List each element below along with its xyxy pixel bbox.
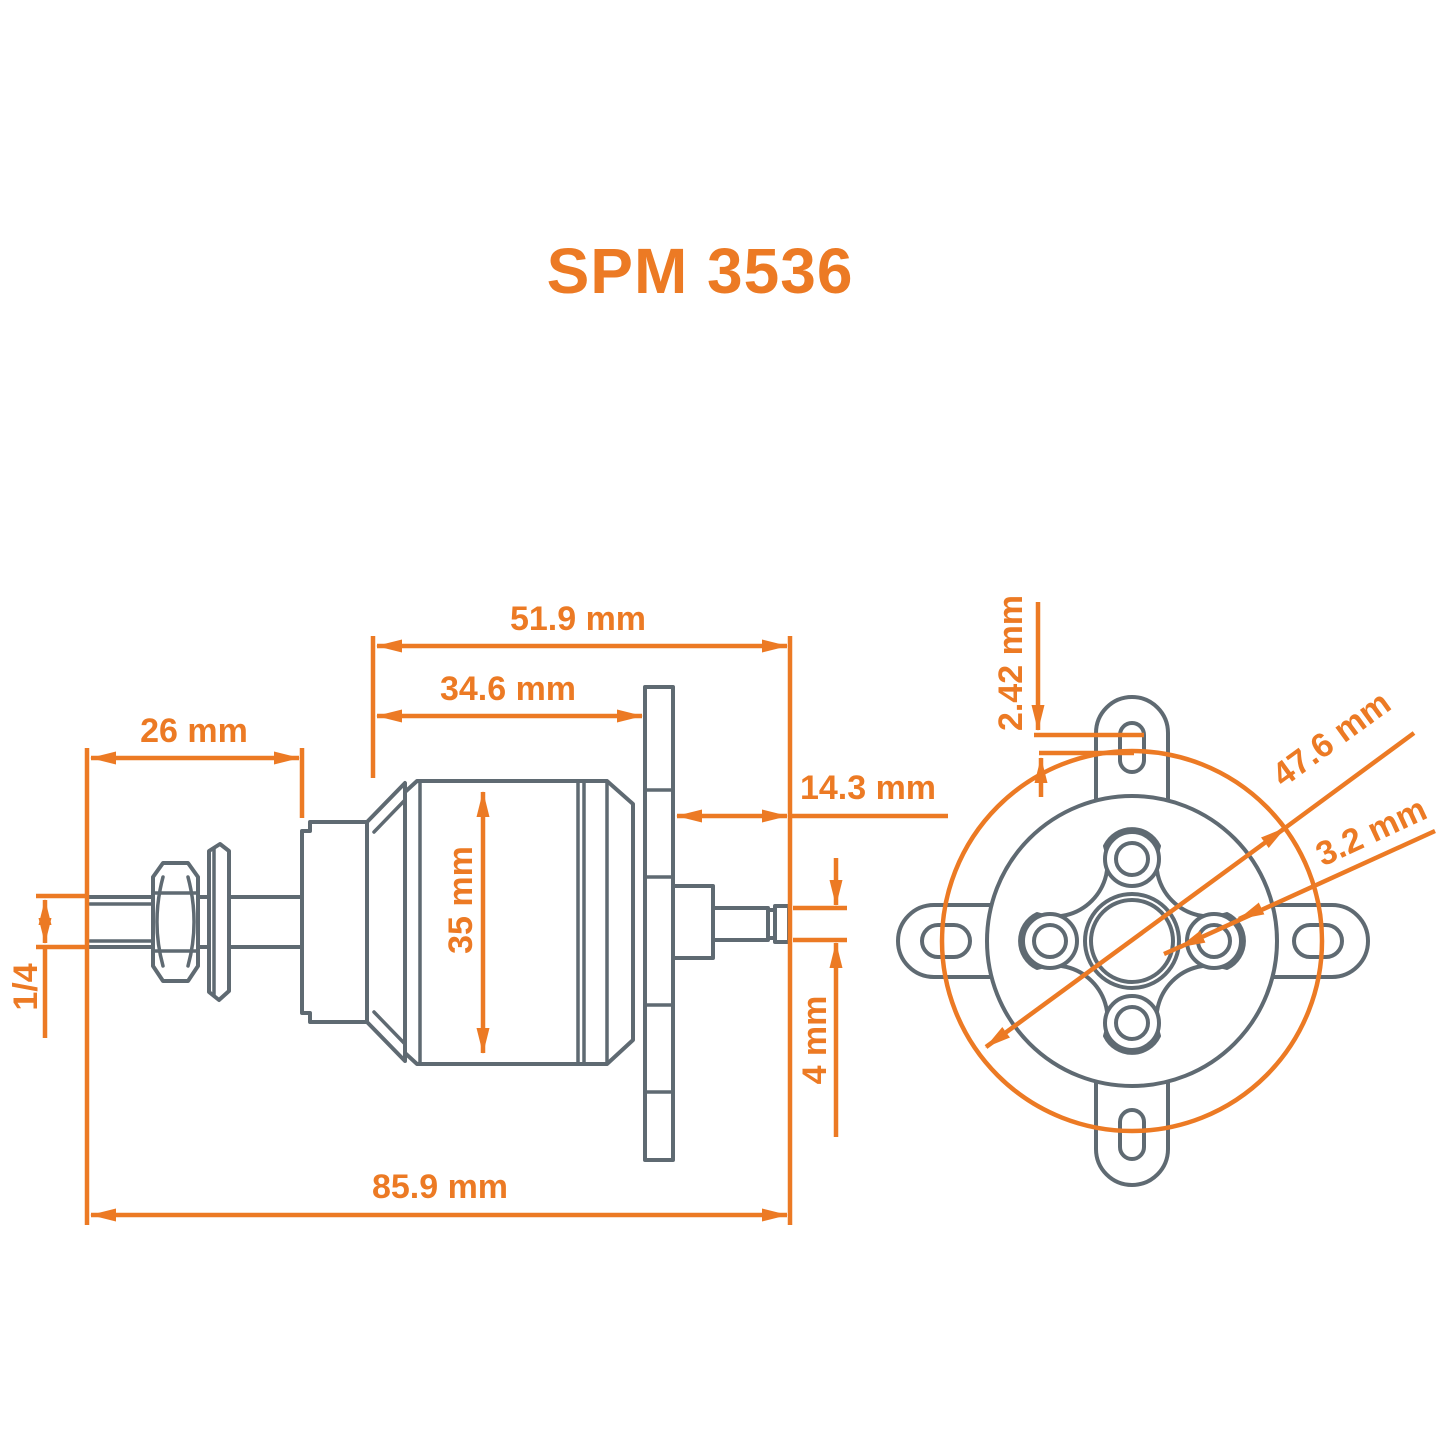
dimension-tail — [1163, 943, 1183, 957]
screw-hole-north-inner — [1114, 841, 1150, 877]
prop-washer — [207, 842, 231, 1002]
mount-slot-east — [1292, 923, 1344, 959]
front-collar — [300, 820, 369, 1024]
bell-edge — [372, 1010, 406, 1045]
dim-label-35: 35 mm — [442, 846, 480, 954]
dim-label-4: 4 mm — [796, 996, 834, 1085]
dimension-line-47-6 — [984, 826, 1287, 1049]
screw-hole-south-inner — [1114, 1005, 1150, 1041]
mount-slot-north — [1118, 721, 1146, 774]
nut-facet — [186, 875, 196, 968]
bell-front — [365, 781, 407, 1063]
dim-label-14-3: 14.3 mm — [800, 769, 936, 807]
rear-shaft — [711, 906, 770, 942]
dim-label-51-9: 51.9 mm — [510, 600, 646, 638]
rear-boss — [671, 884, 715, 960]
dim-label-2-42: 2.42 mm — [992, 595, 1030, 731]
dim-label-34-6: 34.6 mm — [440, 670, 576, 708]
dimension-tail — [1283, 731, 1416, 830]
prop-nut — [151, 861, 200, 983]
dimension-arrow-3-2 — [1238, 902, 1265, 922]
dim-label-85-9: 85.9 mm — [372, 1168, 508, 1206]
page-title: SPM 3536 — [547, 235, 854, 307]
dim-label-26: 26 mm — [140, 712, 248, 750]
mount-slot-south — [1118, 1108, 1146, 1161]
mount-plate-side — [643, 685, 675, 1162]
mount-slot-west — [920, 923, 972, 959]
bell-edge — [372, 799, 406, 834]
motor-can — [403, 779, 635, 1066]
side-view-dimensions: 51.9 mm 34.6 mm 26 mm 14.3 mm 35 mm 1/4 … — [7, 600, 948, 1225]
nut-facet — [155, 875, 165, 968]
dim-label-47-6: 47.6 mm — [1265, 684, 1397, 795]
dim-label-quarter: 1/4 — [7, 963, 45, 1010]
rear-shaft-tip — [773, 904, 791, 944]
side-view-drawing — [85, 685, 791, 1162]
dimension-leader-3-2 — [1179, 828, 1436, 950]
screw-hole-west-inner — [1032, 923, 1068, 959]
